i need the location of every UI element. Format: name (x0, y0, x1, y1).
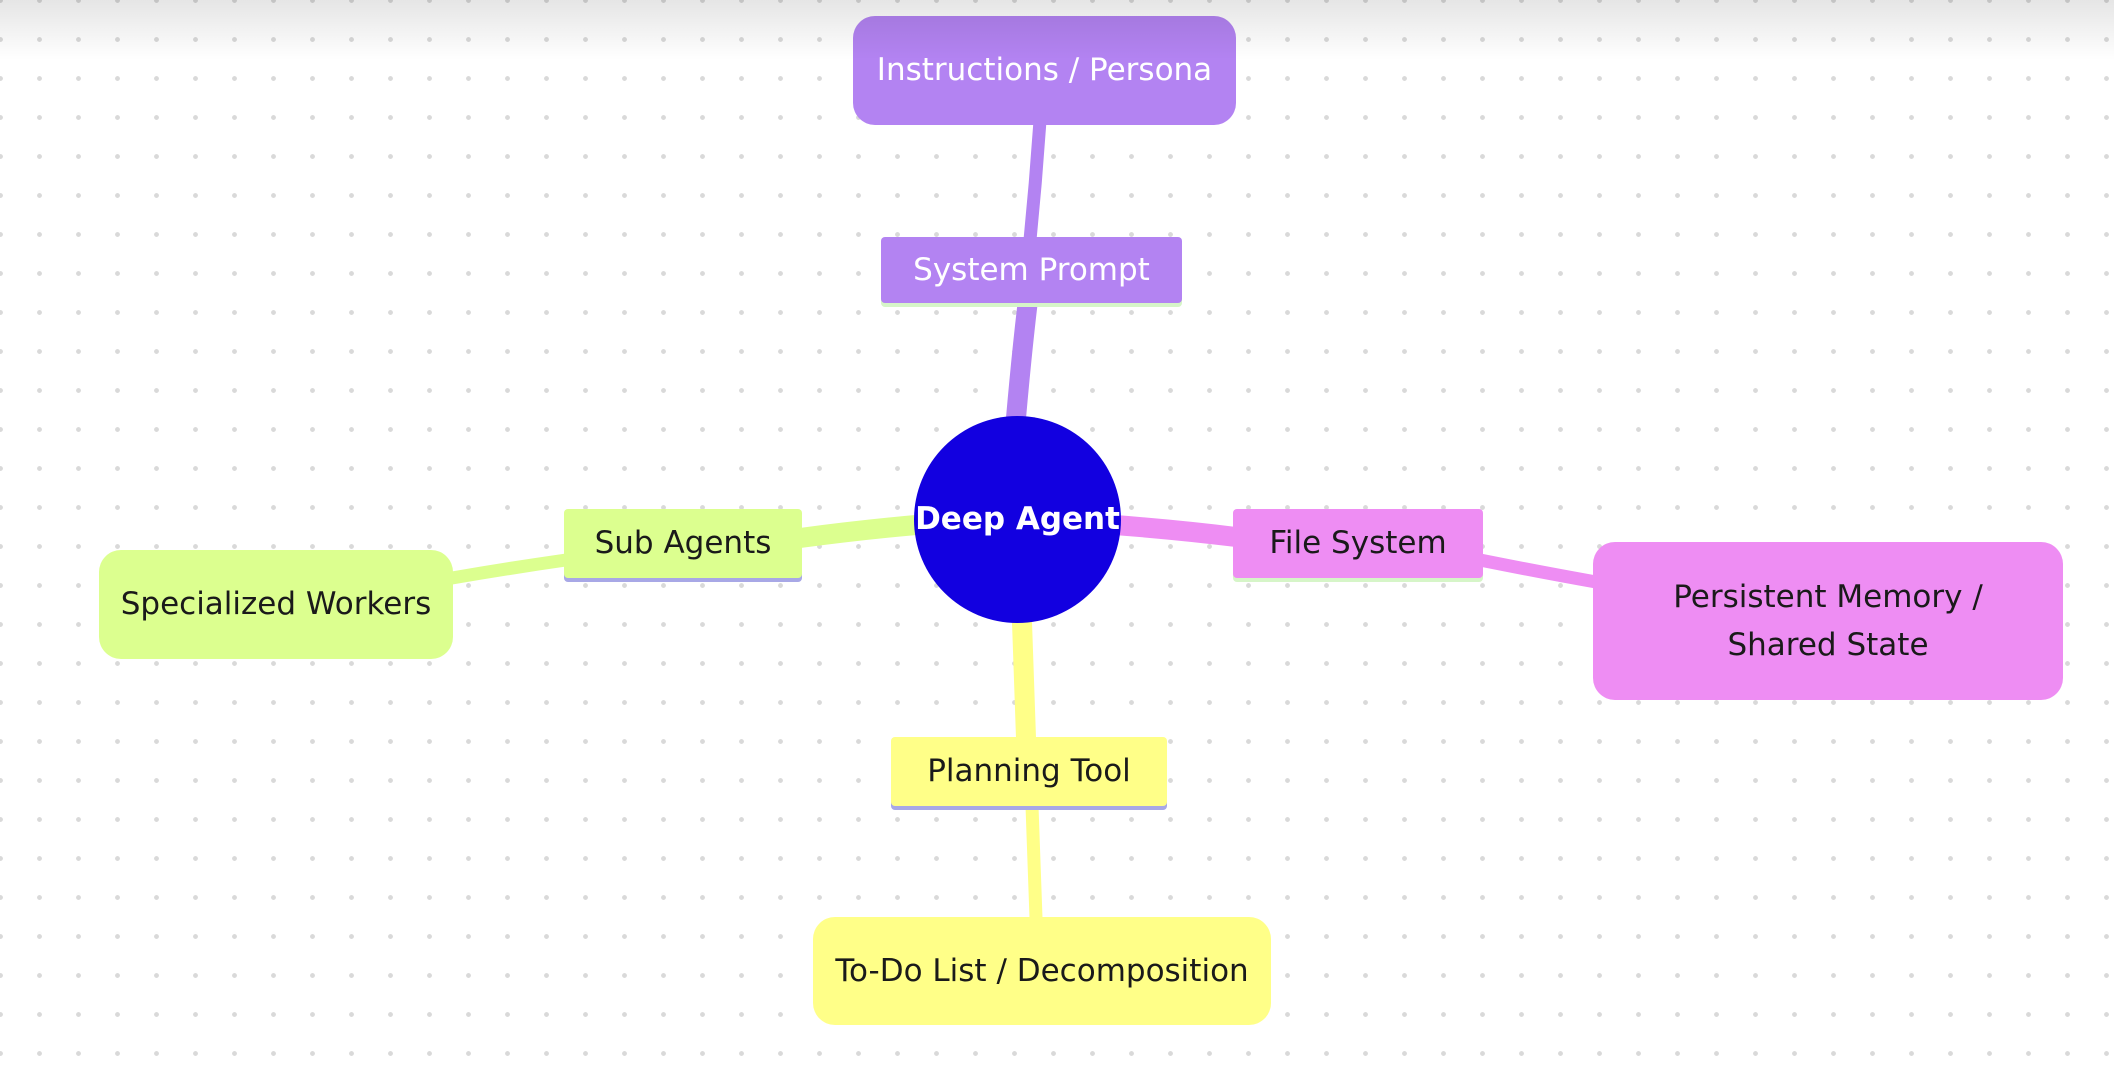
edge-root-sub-agents (790, 515, 926, 548)
node-instructions-persona-label: Instructions / Persona (876, 52, 1213, 89)
node-system-prompt-label: System Prompt (913, 251, 1150, 288)
edge-root-system-prompt (1006, 290, 1038, 428)
node-specialized-workers[interactable]: Specialized Workers (99, 550, 453, 659)
edge-planning-tool-todo (1025, 799, 1043, 925)
node-todo-list[interactable]: To-Do List / Decomposition (813, 917, 1271, 1025)
node-planning-tool[interactable]: Planning Tool (891, 737, 1167, 806)
node-file-system[interactable]: File System (1233, 509, 1483, 578)
node-planning-tool-label: Planning Tool (927, 753, 1131, 790)
node-root-label: Deep Agent (915, 501, 1120, 538)
node-root-deep-agent[interactable]: Deep Agent (914, 416, 1121, 623)
node-persistent-memory[interactable]: Persistent Memory / Shared State (1593, 542, 2063, 700)
node-system-prompt[interactable]: System Prompt (881, 237, 1182, 303)
node-instructions-persona[interactable]: Instructions / Persona (853, 16, 1236, 125)
node-sub-agents-label: Sub Agents (594, 525, 772, 562)
node-specialized-workers-label: Specialized Workers (120, 586, 432, 623)
node-sub-agents[interactable]: Sub Agents (564, 509, 802, 578)
node-persistent-memory-label: Persistent Memory / Shared State (1673, 578, 1983, 663)
node-todo-list-label: To-Do List / Decomposition (835, 952, 1249, 989)
edge-sub-agents-workers (445, 553, 573, 585)
edge-root-planning-tool (1012, 612, 1036, 748)
edge-file-system-memory (1473, 553, 1603, 589)
node-file-system-label: File System (1269, 525, 1447, 562)
edge-root-file-system (1105, 515, 1246, 547)
edge-system-prompt-instructions (1023, 113, 1047, 247)
